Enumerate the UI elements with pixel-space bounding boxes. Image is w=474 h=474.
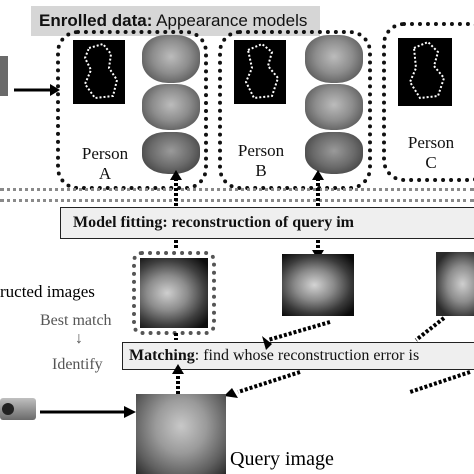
model-fitting-box: Model fitting: reconstruction of query i…	[60, 207, 474, 239]
reconstructed-images-label: ructed images	[0, 282, 95, 301]
person-a-letter: A	[98, 164, 112, 183]
banner-prefix: Enrolled data	[39, 11, 147, 30]
arrow-to-group-a	[14, 84, 60, 96]
face-model-b3	[305, 132, 363, 174]
point-cloud-b	[234, 40, 286, 104]
arrows-up-to-groups	[170, 170, 324, 206]
face-model-a3	[142, 132, 200, 174]
reconstruction-a	[140, 258, 208, 328]
query-image	[136, 394, 226, 474]
camera-icon-top	[0, 56, 8, 96]
person-b-letter: B	[255, 161, 267, 180]
banner-colon: :	[146, 11, 153, 30]
model-fitting-text: Model fitting: reconstruction of query i…	[73, 214, 354, 231]
point-cloud-c	[398, 38, 452, 106]
matching-rest: : find whose reconstruction error is	[194, 347, 420, 364]
arrow-camera-to-query	[40, 406, 136, 418]
point-cloud-a	[73, 40, 125, 104]
down-arrow-glyph: ↓	[75, 330, 83, 347]
face-model-a1	[142, 35, 200, 83]
person-c-group	[382, 22, 474, 182]
best-match-label: Best match	[40, 312, 112, 329]
matching-box: Matching: find whose reconstruction erro…	[122, 342, 474, 370]
matching-bold: Matching	[129, 347, 195, 364]
separator-top	[0, 188, 474, 191]
face-model-b2	[305, 84, 363, 130]
face-model-a2	[142, 84, 200, 130]
banner-rest: Appearance models	[152, 11, 308, 30]
identify-label: Identify	[52, 356, 103, 373]
query-image-label: Query image	[230, 448, 334, 470]
person-a-word: Person	[81, 144, 129, 163]
reconstruction-c	[436, 252, 474, 316]
face-model-b1	[305, 35, 363, 83]
separator-bottom	[0, 199, 474, 202]
camera-lens	[2, 403, 14, 415]
person-c-word: Person	[407, 133, 455, 152]
person-b-word: Person	[237, 141, 285, 160]
reconstruction-b	[282, 254, 354, 316]
person-c-letter: C	[425, 153, 437, 172]
